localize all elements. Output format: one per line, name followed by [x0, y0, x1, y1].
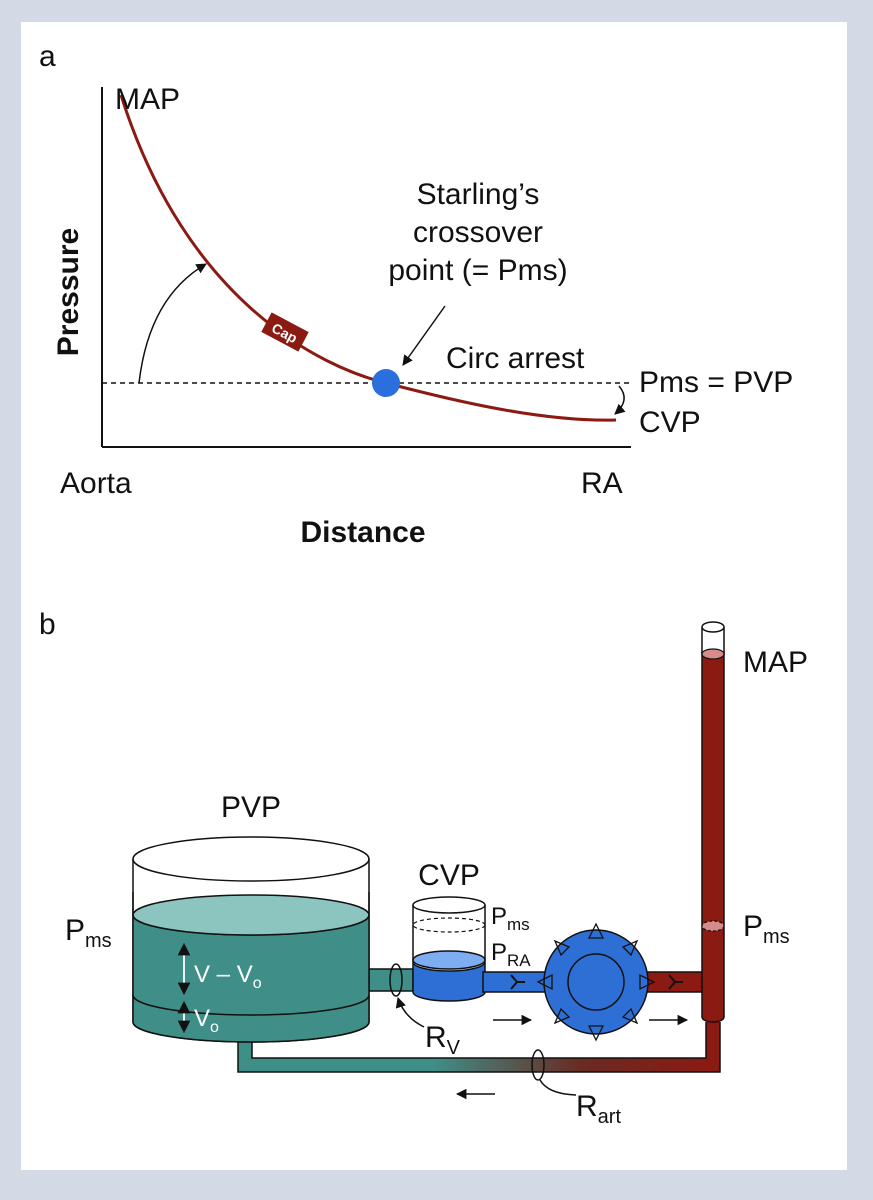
pressure-curve — [119, 94, 617, 422]
crossover-label-line1: Starling’s — [417, 178, 540, 211]
inflow-valve — [510, 974, 525, 990]
pressure-drop-arrow — [614, 385, 626, 415]
pvp-label: PVP — [221, 791, 281, 824]
map-label-b: MAP — [743, 646, 808, 679]
x-axis-label: Distance — [300, 516, 425, 549]
panel-a-letter: a — [39, 40, 56, 73]
rv-pointer-arrow — [395, 996, 425, 1028]
pvp-reservoir — [132, 836, 370, 1043]
return-pipe — [238, 1022, 720, 1072]
x-right-label-ra: RA — [581, 467, 623, 500]
rv-label: RV — [425, 1021, 461, 1059]
pressure-rise-arrow — [138, 263, 207, 384]
venous-outflow-pipe — [362, 968, 414, 992]
vo-label: Vo — [194, 1005, 219, 1036]
rart-pointer-line — [539, 1079, 577, 1096]
rart-ring — [531, 1049, 545, 1081]
v-minus-vo-label: V – Vo — [194, 961, 262, 992]
heart-pump — [536, 922, 656, 1042]
outflow-valve — [668, 974, 683, 990]
figure-panel: a Pressure Distance Aorta RA Cap Starlin… — [21, 22, 847, 1170]
crossover-label-line3: point (= Pms) — [388, 254, 567, 287]
rart-label: Rart — [576, 1090, 621, 1128]
cvp-reservoir — [412, 896, 486, 1002]
crossover-label-line2: crossover — [413, 216, 543, 249]
crossover-point-marker — [372, 369, 400, 397]
x-left-label-aorta: Aorta — [60, 467, 132, 500]
map-column — [701, 621, 725, 1023]
crossover-pointer-arrow — [402, 305, 446, 366]
pms-pvp-label: Pms = PVP — [639, 366, 793, 399]
cvp-label-a: CVP — [639, 406, 701, 439]
y-axis-label: Pressure — [52, 228, 85, 356]
map-label-a: MAP — [115, 83, 180, 116]
pms-small-label: Pms — [491, 903, 530, 934]
pms-right-label: Pms — [743, 910, 790, 948]
cvp-label-b: CVP — [418, 859, 480, 892]
circ-arrest-label: Circ arrest — [446, 342, 585, 375]
panel-b-letter: b — [39, 608, 56, 641]
figure-svg: a Pressure Distance Aorta RA Cap Starlin… — [39, 40, 808, 1128]
pms-left-label: Pms — [65, 914, 112, 952]
pra-small-label: PRA — [491, 939, 531, 970]
rv-ring — [389, 963, 403, 997]
